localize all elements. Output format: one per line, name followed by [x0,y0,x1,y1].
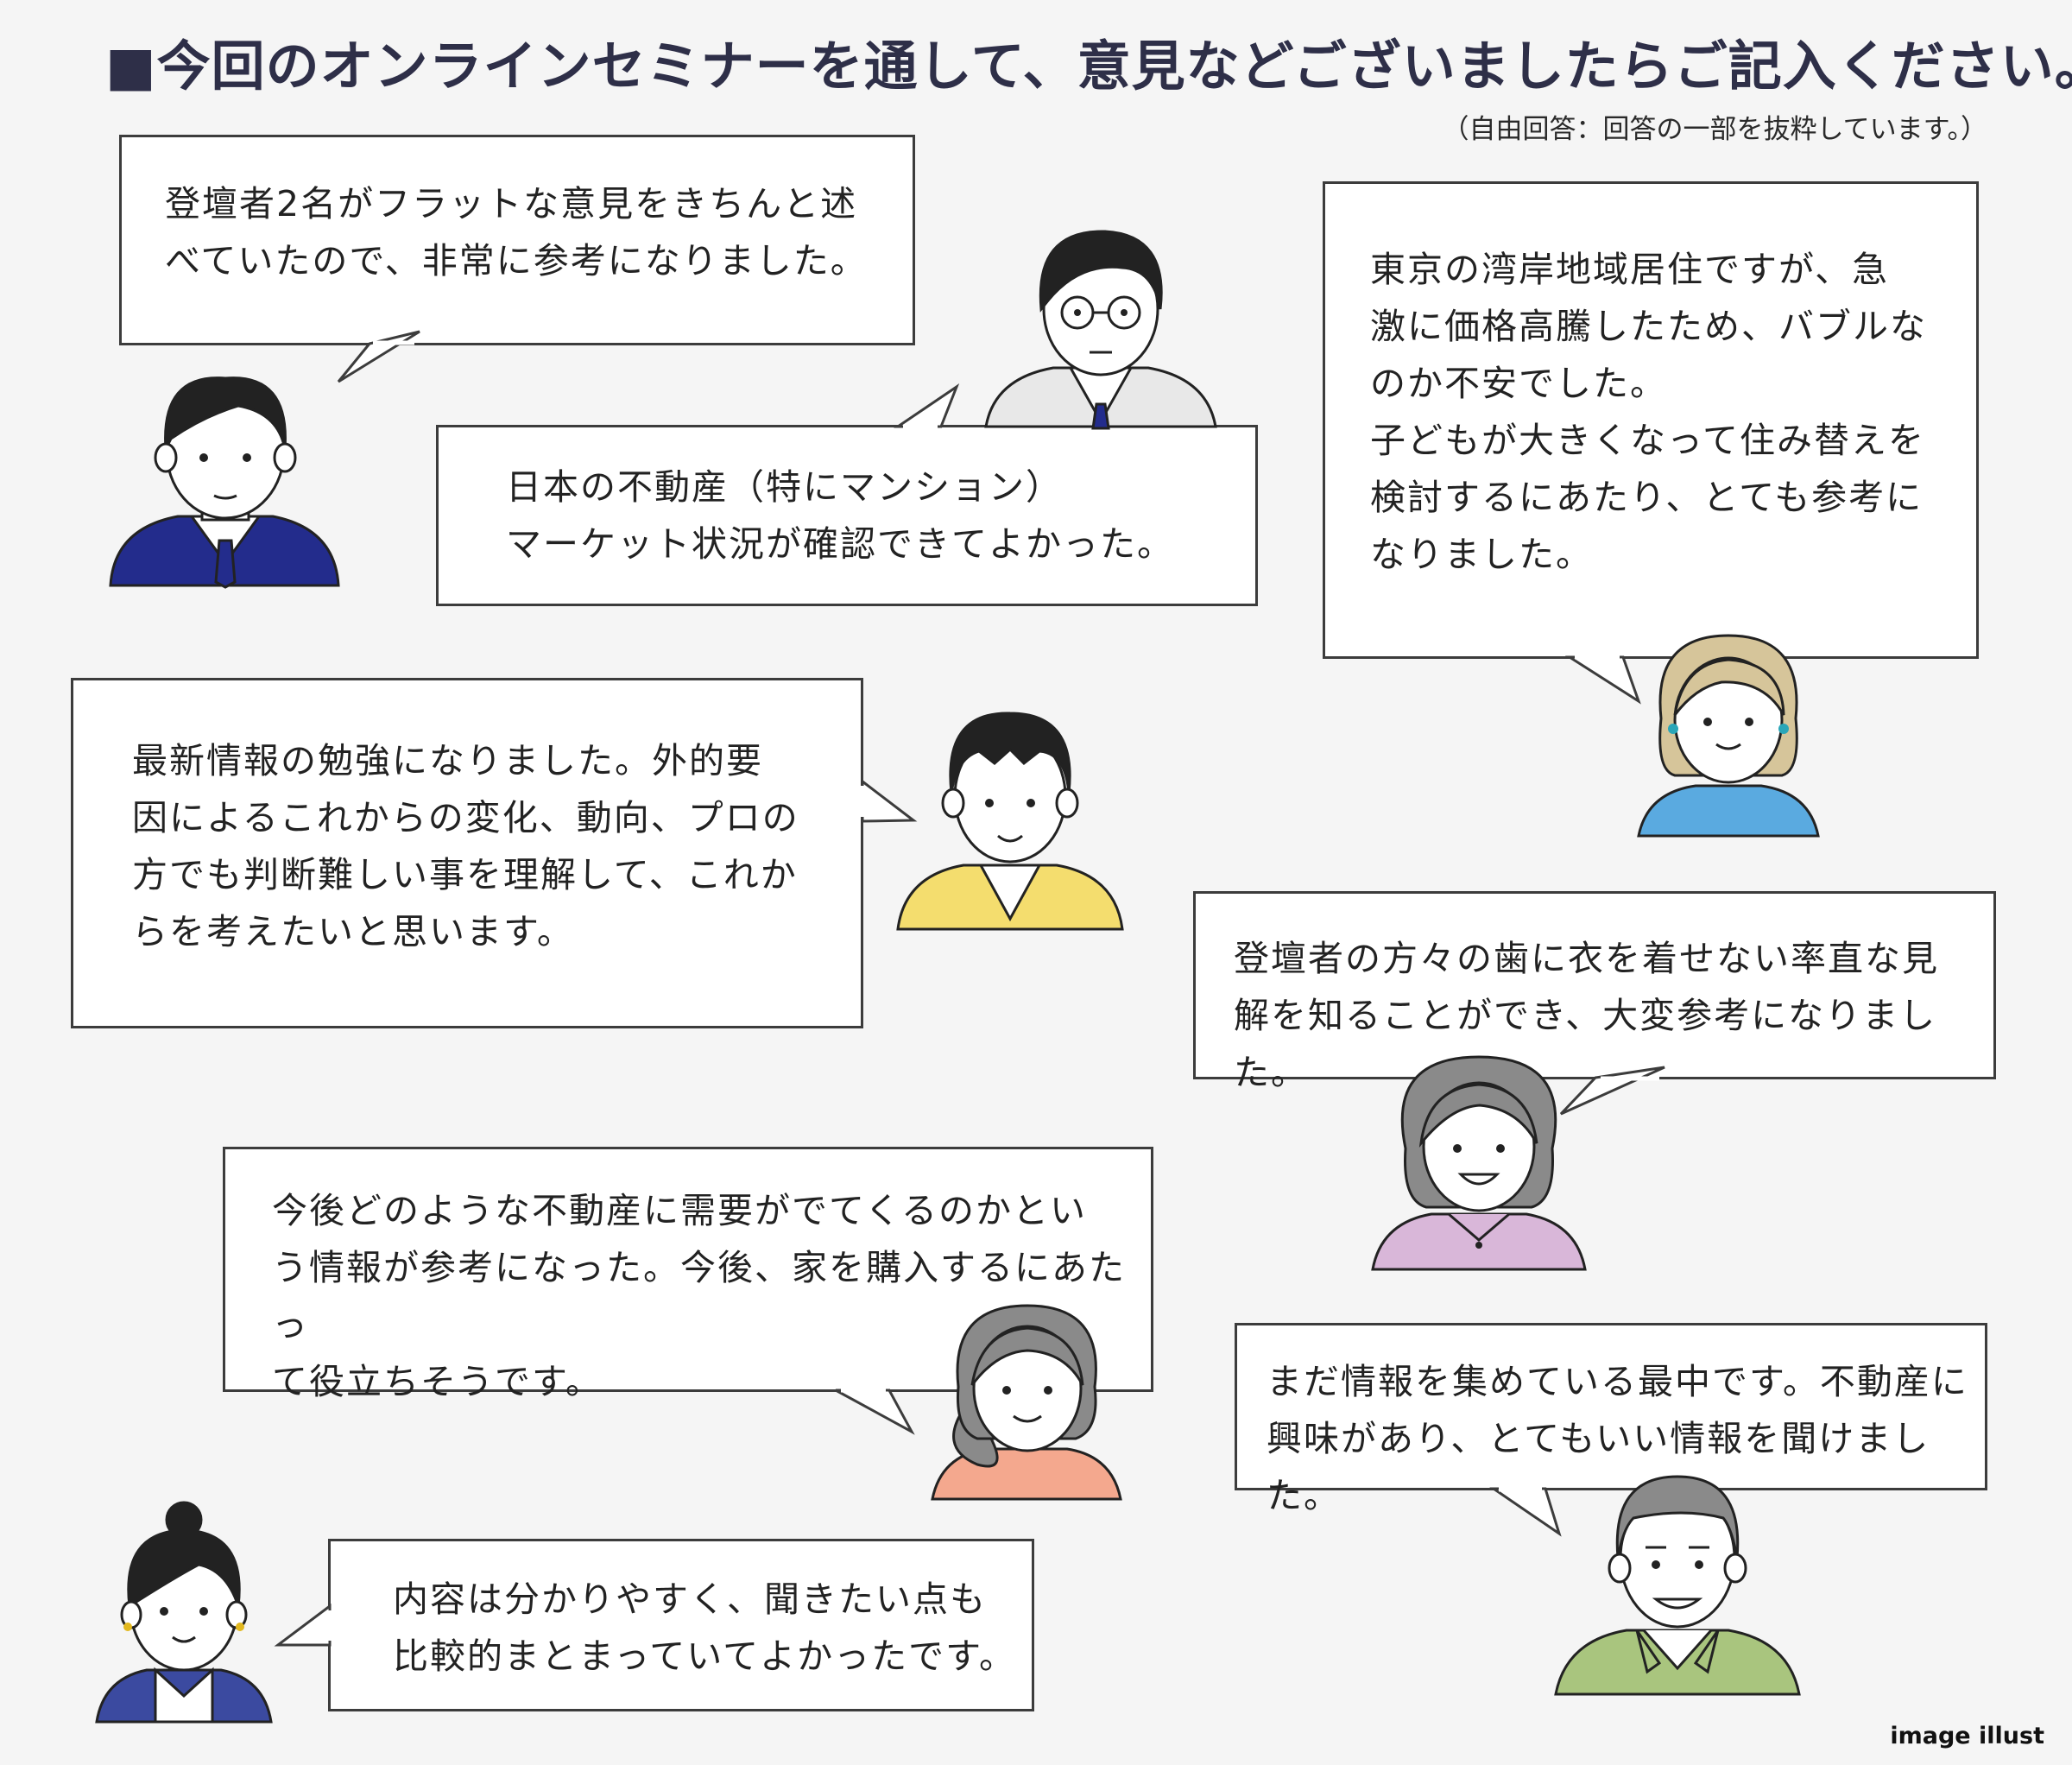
comment-text-3: 東京の湾岸地域居住ですが、急 激に価格高騰したため、バブルな のか不安でした。 … [1370,249,1927,575]
person-glasses-man-icon [984,230,1217,430]
comment-bubble-4: 最新情報の勉強になりました。外的要 因によるこれからの変化、動向、プロの 方でも… [71,678,863,1028]
comment-bubble-3: 東京の湾岸地域居住ですが、急 激に価格高騰したため、バブルな のか不安でした。 … [1323,181,1979,659]
person-older-man-icon [1554,1475,1801,1696]
bubble-tail-2 [894,383,960,428]
comment-text-7: まだ情報を集めている最中です。不動産に 興味があり、とてもいい情報を聞けました。 [1267,1361,1968,1516]
page-subtitle: （自由回答：回答の一部を抜粋しています。） [1442,114,1987,145]
comment-text-8: 内容は分かりやすく、聞きたい点も 比較的まとまっていてよかったです。 [393,1578,1016,1677]
bubble-tail-8 [274,1604,332,1647]
comment-text-6: 今後どのような不動産に需要がでてくるのかとい う情報が参考になった。今後、家を購… [272,1190,1126,1402]
person-young-woman-icon [95,1501,273,1724]
comment-bubble-2: 日本の不動産（特にマンション） マーケット状況が確認できてよかった。 [436,425,1258,606]
comment-text-4: 最新情報の勉強になりました。外的要 因によるこれからの変化、動向、プロの 方でも… [132,740,799,952]
comment-bubble-8: 内容は分かりやすく、聞きたい点も 比較的まとまっていてよかったです。 [328,1539,1034,1711]
bubble-tail-3 [1564,655,1641,705]
comment-bubble-5: 登壇者の方々の歯に衣を着せない率直な見 解を知ることができ、大変参考になりました… [1193,891,1996,1093]
person-elderly-woman-icon [931,1304,1122,1501]
person-yellow-shirt-man-icon [896,712,1124,931]
image-credit: image illust [1890,1723,2044,1749]
person-suit-man-icon [109,376,340,589]
comment-text-5: 登壇者の方々の歯に衣を着せない率直な見 解を知ることができ、大変参考になりました… [1234,938,1939,1093]
comment-bubble-1: 登壇者2名がフラットな意見をきちんと述 べていたので、非常に参考になりました。 [119,135,915,345]
comment-bubble-7: まだ情報を集めている最中です。不動産に 興味があり、とてもいい情報を聞けました。 [1235,1323,1987,1516]
person-blond-woman-icon [1637,634,1820,838]
page-title: ■今回のオンラインセミナーを通して、意見などございましたらご記入ください。 [105,35,2072,98]
comment-bubble-6: 今後どのような不動産に需要がでてくるのかとい う情報が参考になった。今後、家を購… [223,1147,1153,1402]
comment-text-1: 登壇者2名がフラットな意見をきちんと述 べていたので、非常に参考になりました。 [165,183,868,282]
comment-text-2: 日本の不動産（特にマンション） マーケット状況が確認できてよかった。 [506,466,1174,565]
person-gray-hair-woman-icon [1371,1055,1587,1271]
